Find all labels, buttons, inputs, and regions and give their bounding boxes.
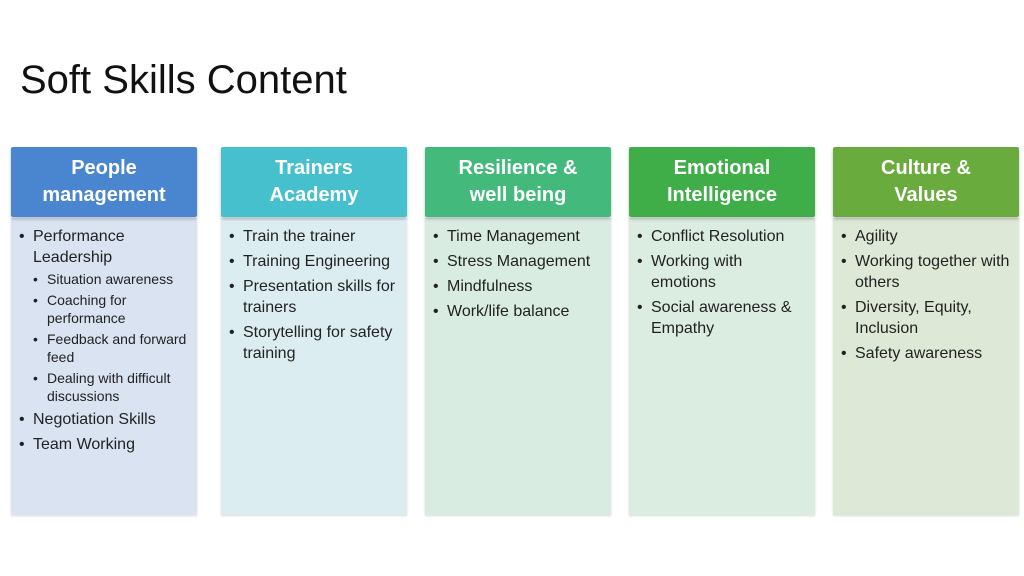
item-list: Time Management Stress Management Mindfu… xyxy=(433,226,605,322)
column-body: Time Management Stress Management Mindfu… xyxy=(425,218,611,515)
column-header: Resilience & well being xyxy=(425,147,611,217)
list-item: Diversity, Equity, Inclusion xyxy=(841,297,1013,339)
list-item: Work/life balance xyxy=(433,301,605,322)
column-header: Culture & Values xyxy=(833,147,1019,217)
column-culture-values: Culture & Values Agility Working togethe… xyxy=(833,147,1019,515)
column-people-management: People management Performance Leadership… xyxy=(11,147,197,515)
list-item: Train the trainer xyxy=(229,226,401,247)
slide-title: Soft Skills Content xyxy=(20,58,347,102)
sub-list-item: Coaching for performance xyxy=(33,291,191,327)
list-item: Conflict Resolution xyxy=(637,226,809,247)
column-header: Trainers Academy xyxy=(221,147,407,217)
sub-item-list: Situation awareness Coaching for perform… xyxy=(33,270,191,405)
item-list: Conflict Resolution Working with emotion… xyxy=(637,226,809,339)
column-emotional-intelligence: Emotional Intelligence Conflict Resoluti… xyxy=(629,147,815,515)
list-item: Mindfulness xyxy=(433,276,605,297)
column-header: Emotional Intelligence xyxy=(629,147,815,217)
list-item: Presentation skills for trainers xyxy=(229,276,401,318)
header-line: management xyxy=(42,184,166,206)
header-line: Values xyxy=(894,184,958,206)
list-item: Social awareness & Empathy xyxy=(637,297,809,339)
sub-list-item: Dealing with difficult discussions xyxy=(33,369,191,405)
list-item: Agility xyxy=(841,226,1013,247)
list-item: Storytelling for safety training xyxy=(229,322,401,364)
column-body: Agility Working together with others Div… xyxy=(833,218,1019,515)
header-line: Academy xyxy=(269,184,359,206)
header-line: Trainers xyxy=(275,157,353,179)
header-line: Culture & xyxy=(881,157,971,179)
header-line: Emotional xyxy=(673,157,771,179)
list-item: Time Management xyxy=(433,226,605,247)
list-item: Performance Leadership Situation awarene… xyxy=(19,226,191,405)
item-label: Performance Leadership xyxy=(33,228,125,266)
column-header: People management xyxy=(11,147,197,217)
list-item: Team Working xyxy=(19,434,191,455)
list-item: Stress Management xyxy=(433,251,605,272)
column-body: Performance Leadership Situation awarene… xyxy=(11,218,197,515)
header-line: Resilience & xyxy=(458,157,578,179)
column-body: Train the trainer Training Engineering P… xyxy=(221,218,407,515)
item-list: Performance Leadership Situation awarene… xyxy=(19,226,191,455)
item-list: Train the trainer Training Engineering P… xyxy=(229,226,401,364)
list-item: Working with emotions xyxy=(637,251,809,293)
list-item: Working together with others xyxy=(841,251,1013,293)
column-trainers-academy: Trainers Academy Train the trainer Train… xyxy=(221,147,407,515)
column-resilience-well-being: Resilience & well being Time Management … xyxy=(425,147,611,515)
header-line: Intelligence xyxy=(666,184,778,206)
sub-list-item: Feedback and forward feed xyxy=(33,330,191,366)
list-item: Safety awareness xyxy=(841,343,1013,364)
header-line: well being xyxy=(469,184,567,206)
sub-list-item: Situation awareness xyxy=(33,270,191,288)
header-line: People xyxy=(71,157,137,179)
item-list: Agility Working together with others Div… xyxy=(841,226,1013,364)
column-body: Conflict Resolution Working with emotion… xyxy=(629,218,815,515)
list-item: Training Engineering xyxy=(229,251,401,272)
list-item: Negotiation Skills xyxy=(19,409,191,430)
